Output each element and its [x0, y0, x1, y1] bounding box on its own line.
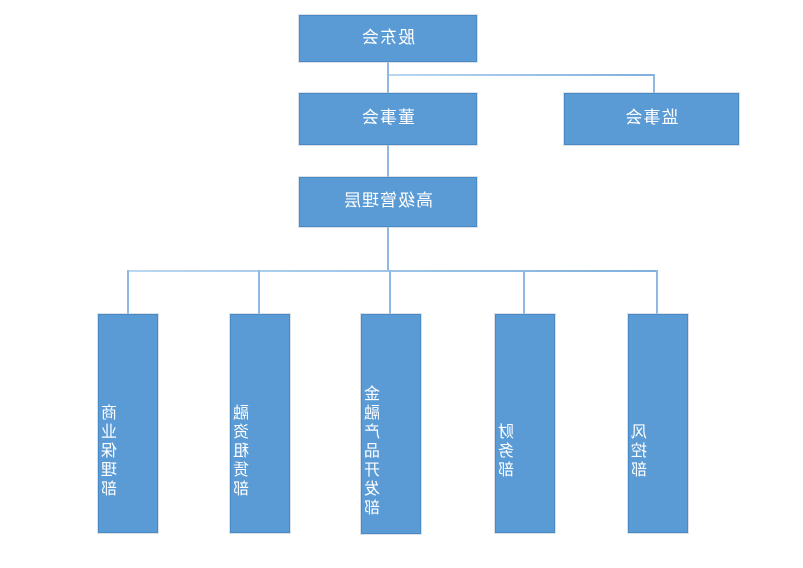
node-department-commercial-factoring[interactable]: 商业保理部	[98, 314, 158, 533]
node-senior-management-label: 高级管理层	[343, 191, 433, 212]
connector-bus-to-dept-5	[127, 270, 129, 314]
node-department-risk-control[interactable]: 风控部	[628, 314, 688, 533]
node-department-finance-label: 财务部	[498, 422, 517, 480]
connector-bus-departments	[128, 270, 658, 272]
node-department-commercial-factoring-label: 商业保理部	[101, 403, 120, 499]
connector-bus-to-supervisors	[653, 74, 655, 93]
connector-directors-to-management	[387, 145, 389, 177]
node-department-financial-product-development[interactable]: 金融产品开发部	[361, 314, 421, 534]
node-board-of-supervisors[interactable]: 监事会	[564, 93, 739, 145]
node-senior-management[interactable]: 高级管理层	[299, 177, 477, 227]
node-board-of-directors-label: 董事会	[361, 108, 415, 129]
connector-management-to-bus	[387, 227, 389, 270]
node-shareholders-meeting-label: 股东会	[361, 27, 415, 48]
node-department-financial-leasing[interactable]: 融资租赁部	[230, 314, 290, 533]
node-department-finance[interactable]: 财务部	[495, 314, 555, 533]
connector-bus-to-dept-3	[389, 270, 391, 314]
node-board-of-supervisors-label: 监事会	[624, 108, 679, 129]
node-department-risk-control-label: 风控部	[631, 422, 650, 480]
node-shareholders-meeting[interactable]: 股东会	[299, 15, 477, 62]
connector-bus-to-directors	[387, 74, 389, 93]
connector-bus-level2	[387, 74, 655, 76]
connector-bus-to-dept-4	[258, 270, 260, 314]
node-department-financial-leasing-label: 融资租赁部	[233, 403, 252, 499]
connector-bus-to-dept-2	[523, 270, 525, 314]
node-board-of-directors[interactable]: 董事会	[299, 93, 477, 145]
connector-bus-to-dept-1	[656, 270, 658, 314]
node-department-financial-product-development-label: 金融产品开发部	[364, 385, 383, 518]
